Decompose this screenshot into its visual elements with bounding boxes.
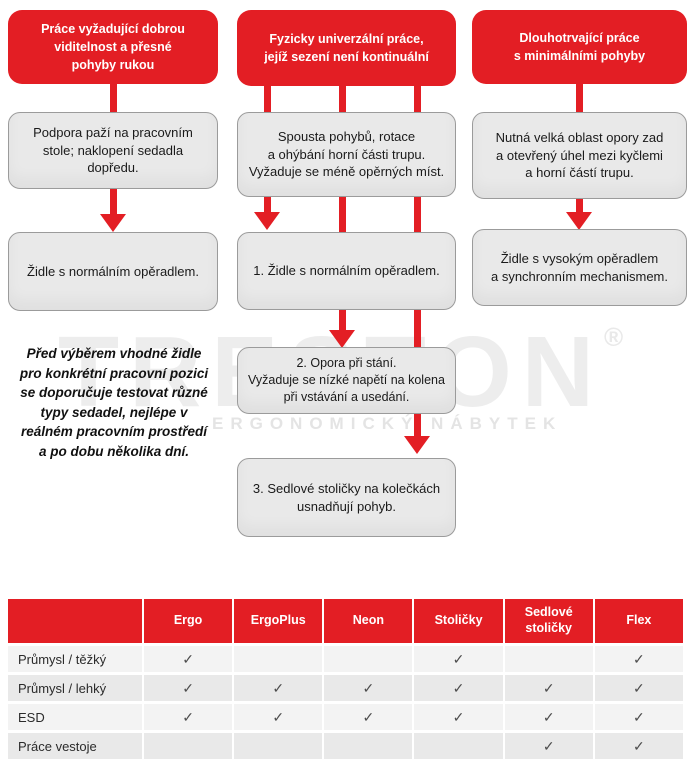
- row-label: ESD: [8, 704, 142, 730]
- check-cell: [324, 733, 413, 759]
- check-cell: ✓: [414, 675, 503, 701]
- check-cell: [504, 646, 593, 672]
- check-cell: ✓: [504, 704, 593, 730]
- check-cell: [144, 733, 233, 759]
- watermark-tagline: ERGONOMICKÝ NÁBYTEK: [212, 414, 563, 433]
- connector-line: [109, 83, 117, 113]
- table-wrap: Ergo ErgoPlus Neon Stoličky Sedlové stol…: [6, 596, 685, 762]
- table-row: ESD ✓ ✓ ✓ ✓ ✓ ✓: [8, 704, 683, 730]
- flow-step-text: Podpora paží na pracovním stole; naklope…: [33, 125, 193, 176]
- connector-line: [109, 188, 117, 214]
- compatibility-table: Ergo ErgoPlus Neon Stoličky Sedlové stol…: [6, 596, 685, 762]
- table-col-header-neon: Neon: [324, 599, 413, 643]
- check-cell: ✓: [504, 733, 593, 759]
- row-label: Práce vestoje: [8, 733, 142, 759]
- connector-line: [575, 198, 583, 212]
- connector-line: [575, 83, 583, 113]
- down-arrow-icon: [566, 212, 592, 230]
- table-col-header-sedlove-stolicky: Sedlové stoličky: [504, 599, 593, 643]
- table-row: Průmysl / lehký ✓ ✓ ✓ ✓ ✓ ✓: [8, 675, 683, 701]
- flow-step-box: 2. Opora při stání. Vyžaduje se nízké na…: [237, 347, 456, 414]
- flow-step-box: 1. Židle s normálním opěradlem.: [237, 232, 456, 310]
- flow-header-col3-text: Dlouhotrvající práce s minimálními pohyb…: [513, 30, 646, 63]
- flow-header-col2: Fyzicky univerzální práce, jejíž sezení …: [237, 10, 456, 86]
- check-cell: ✓: [594, 704, 683, 730]
- row-label: Průmysl / lehký: [8, 675, 142, 701]
- flow-step-box: Židle s vysokým opěradlem a synchronním …: [472, 229, 687, 306]
- table-row: Průmysl / těžký ✓ ✓ ✓: [8, 646, 683, 672]
- table-header-row: Ergo ErgoPlus Neon Stoličky Sedlové stol…: [8, 599, 683, 643]
- flow-header-col1-text: Práce vyžadující dobrou viditelnost a př…: [41, 21, 185, 73]
- check-cell: ✓: [144, 704, 233, 730]
- check-cell: ✓: [324, 704, 413, 730]
- down-arrow-icon: [404, 436, 430, 454]
- check-cell: ✓: [324, 675, 413, 701]
- check-cell: [234, 733, 323, 759]
- flow-step-box: 3. Sedlové stoličky na kolečkách usnadňu…: [237, 458, 456, 537]
- table-col-header-flex: Flex: [594, 599, 683, 643]
- check-cell: ✓: [594, 733, 683, 759]
- check-cell: ✓: [414, 704, 503, 730]
- registered-trademark-icon: ®: [603, 322, 624, 352]
- flow-step-text: 1. Židle s normálním opěradlem.: [253, 263, 440, 279]
- check-cell: ✓: [144, 646, 233, 672]
- check-cell: ✓: [414, 646, 503, 672]
- check-cell: ✓: [234, 704, 323, 730]
- row-label: Průmysl / těžký: [8, 646, 142, 672]
- check-cell: ✓: [234, 675, 323, 701]
- flow-step-box: Podpora paží na pracovním stole; naklope…: [8, 112, 218, 189]
- table-corner-cell: [8, 599, 142, 643]
- check-cell: ✓: [594, 646, 683, 672]
- flow-step-text: 2. Opora při stání. Vyžaduje se nízké na…: [248, 356, 445, 404]
- connector-line: [413, 196, 421, 436]
- advice-note: Před výběrem vhodné židle pro konkrétní …: [19, 346, 209, 459]
- check-cell: [324, 646, 413, 672]
- flow-step-box: Spousta pohybů, rotace a ohýbání horní č…: [237, 112, 456, 197]
- table-col-header-ergoplus: ErgoPlus: [234, 599, 323, 643]
- check-cell: ✓: [504, 675, 593, 701]
- table-col-header-ergo: Ergo: [144, 599, 233, 643]
- down-arrow-icon: [100, 214, 126, 232]
- connector-line: [413, 85, 421, 113]
- down-arrow-icon: [254, 212, 280, 230]
- flow-step-text: 3. Sedlové stoličky na kolečkách usnadňu…: [252, 480, 441, 514]
- flow-step-box: Židle s normálním opěradlem.: [8, 232, 218, 311]
- check-cell: [414, 733, 503, 759]
- check-cell: ✓: [144, 675, 233, 701]
- flow-step-text: Židle s normálním opěradlem.: [27, 263, 199, 279]
- table-col-header-stolicky: Stoličky: [414, 599, 503, 643]
- connector-line: [263, 85, 271, 113]
- flow-step-text: Spousta pohybů, rotace a ohýbání horní č…: [248, 129, 445, 180]
- flow-header-col2-text: Fyzicky univerzální práce, jejíž sezení …: [264, 31, 429, 64]
- connector-line: [338, 85, 346, 113]
- flow-header-col1: Práce vyžadující dobrou viditelnost a př…: [8, 10, 218, 84]
- down-arrow-icon: [329, 330, 355, 348]
- flow-header-col3: Dlouhotrvající práce s minimálními pohyb…: [472, 10, 687, 84]
- table-row: Práce vestoje ✓ ✓: [8, 733, 683, 759]
- check-cell: ✓: [594, 675, 683, 701]
- connector-line: [263, 196, 271, 212]
- check-cell: [234, 646, 323, 672]
- flow-step-box: Nutná velká oblast opory zad a otevřený …: [472, 112, 687, 199]
- flow-step-text: Židle s vysokým opěradlem a synchronním …: [490, 250, 668, 284]
- flow-step-text: Nutná velká oblast opory zad a otevřený …: [495, 130, 664, 181]
